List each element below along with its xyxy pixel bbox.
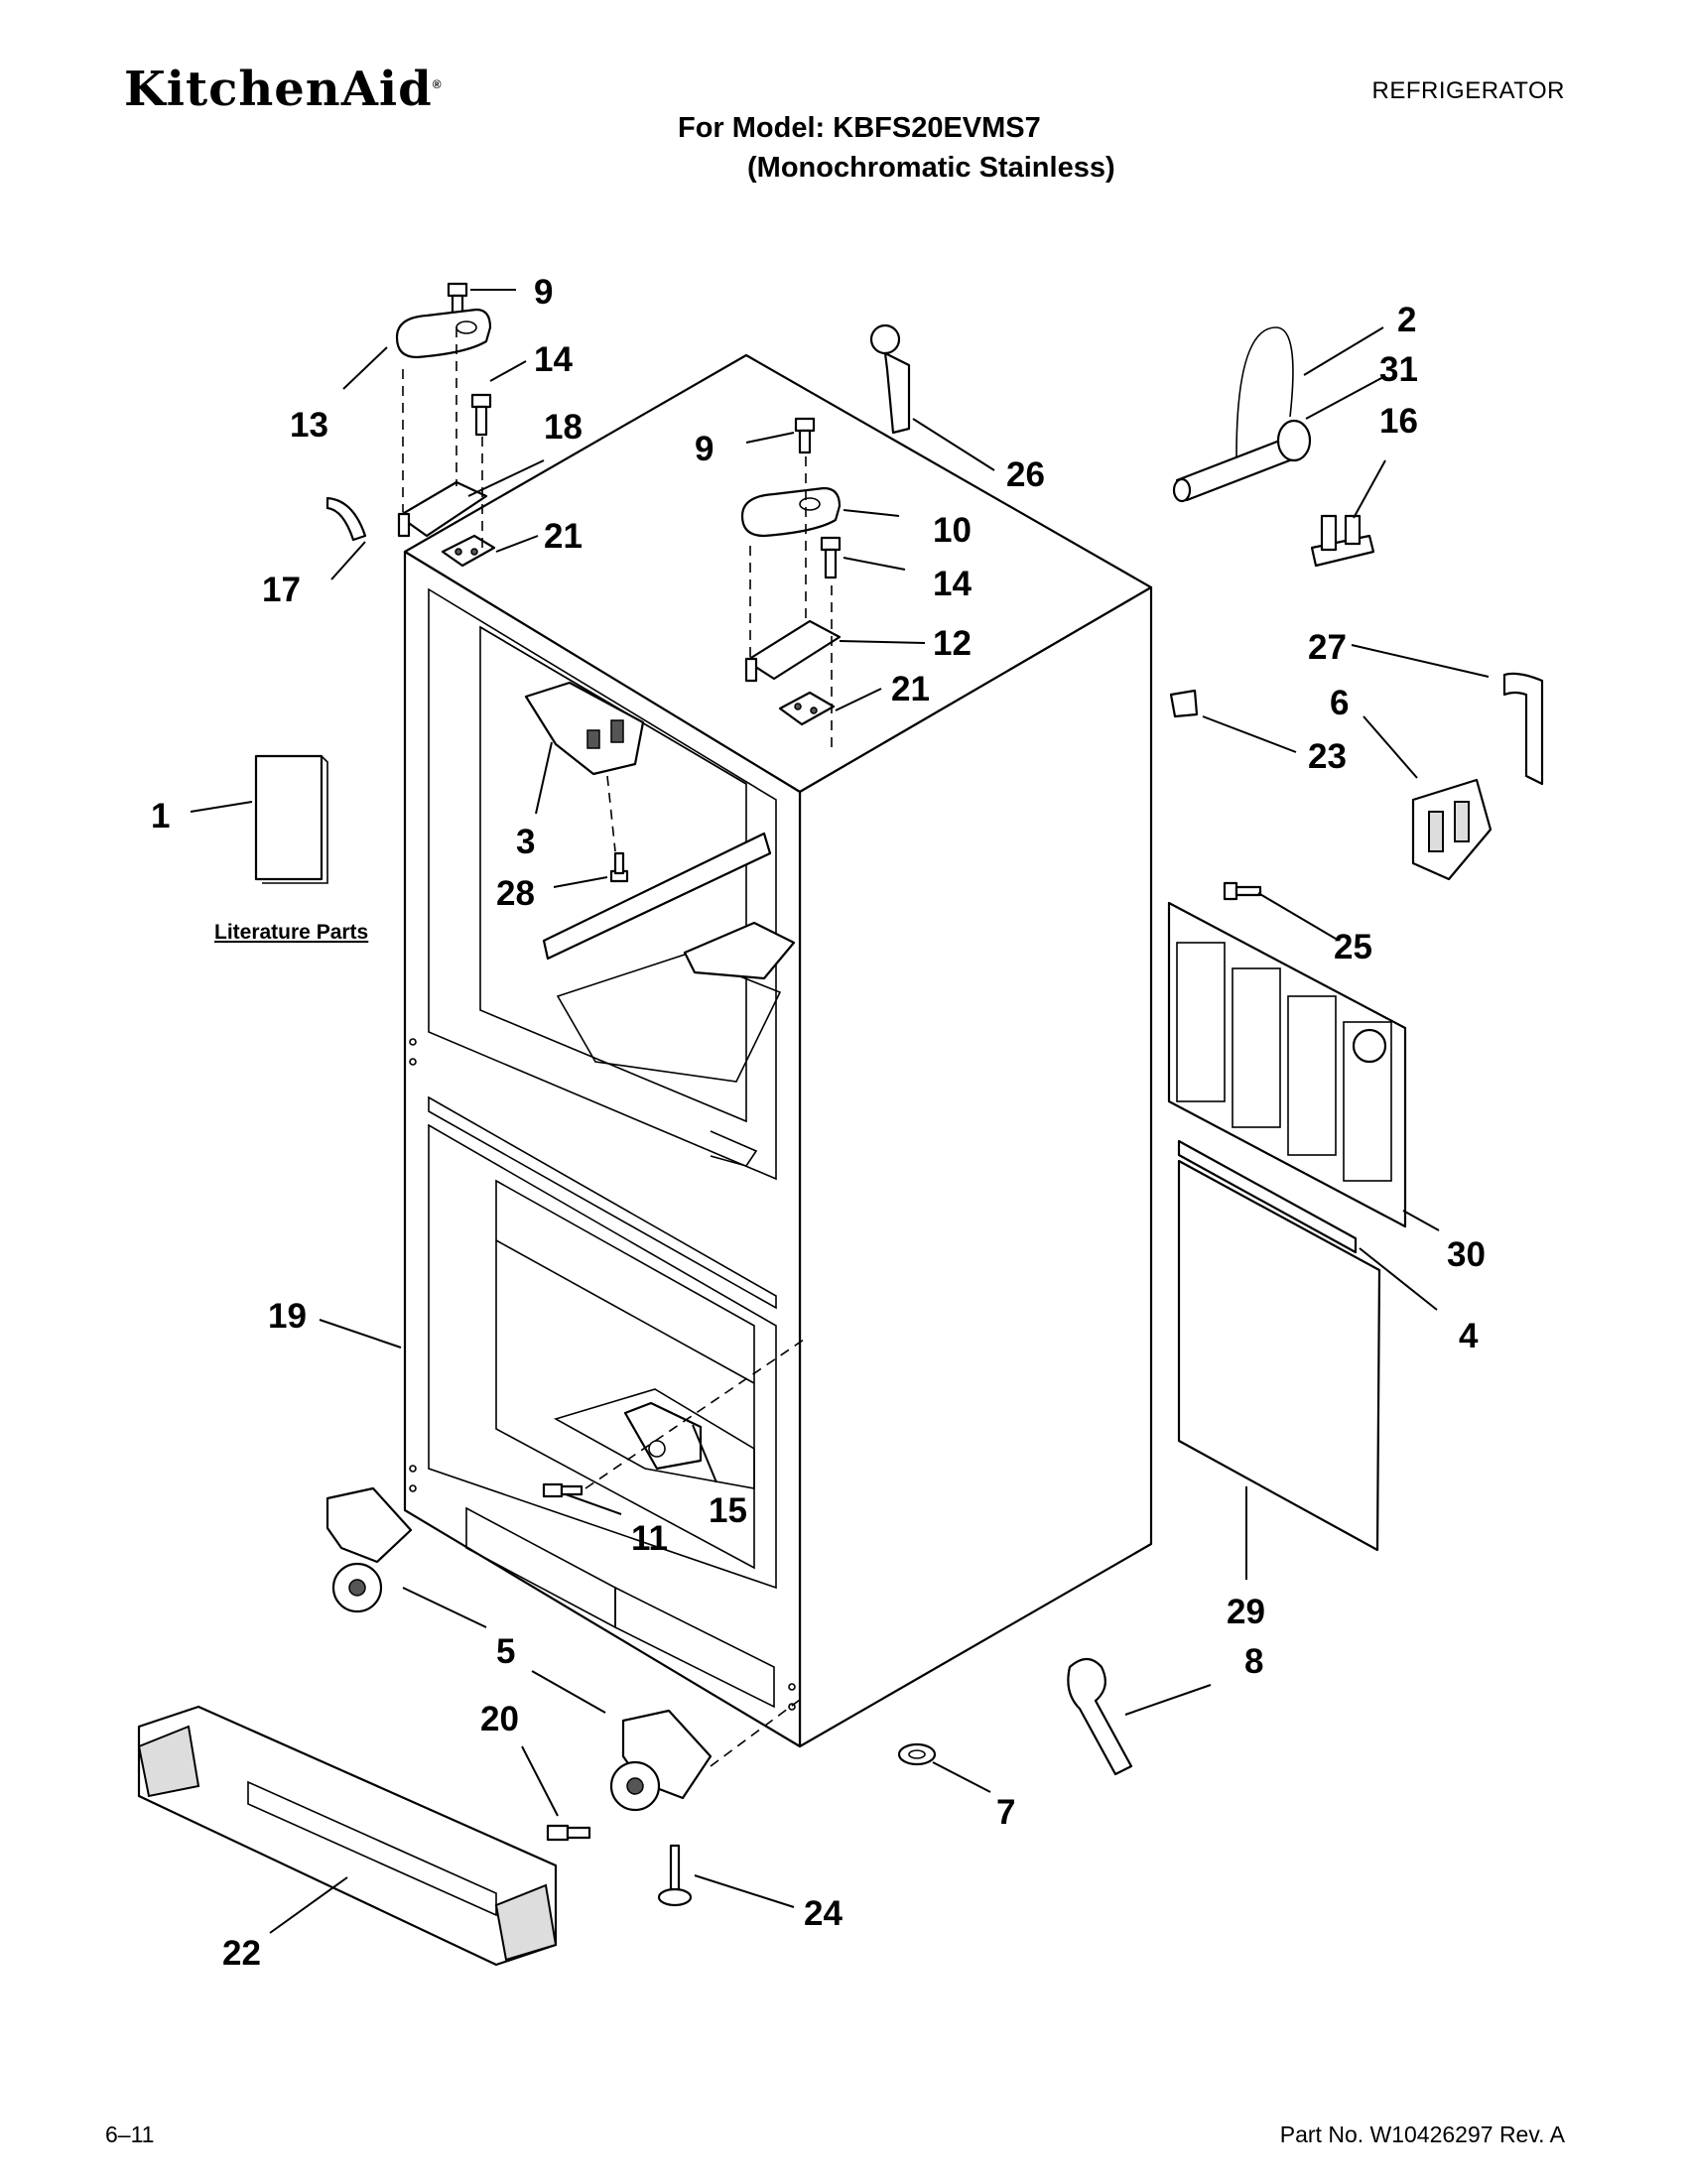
roller-icon: [609, 1709, 713, 1812]
literature-icon: [254, 754, 328, 884]
callout-label: 18: [544, 408, 583, 447]
screw-icon: [820, 536, 842, 579]
callout-label: 7: [996, 1793, 1015, 1832]
hinge-icon: [744, 619, 842, 683]
callout-label: 28: [496, 874, 535, 913]
callout-label: 9: [534, 273, 553, 312]
literature-parts-label: Literature Parts: [214, 921, 368, 944]
screw-icon: [1223, 881, 1262, 901]
brand-logo: KitchenAid®: [124, 62, 443, 117]
callout-label: 15: [709, 1491, 747, 1530]
clip-icon: [1169, 689, 1199, 718]
callout-label: 22: [222, 1934, 261, 1973]
callout-label: 13: [290, 406, 328, 445]
hinge-icon: [397, 480, 488, 538]
callout-label: 3: [516, 823, 535, 861]
hinge-cover-icon: [395, 308, 492, 359]
alignment-lines: [402, 327, 833, 1767]
callout-label: 17: [262, 571, 301, 609]
screw-icon: [609, 851, 629, 883]
access-panel-icon: [1177, 1159, 1381, 1552]
part-number: Part No. W10426297 Rev. A: [1279, 2121, 1565, 2147]
leader-lines: [190, 289, 1490, 1934]
hinge-bracket-icon: [1411, 778, 1493, 881]
screw-icon: [470, 393, 492, 437]
bracket-icon: [1310, 514, 1375, 568]
screw-icon: [794, 417, 816, 454]
callout-label: 25: [1334, 928, 1372, 966]
callout-label: 29: [1227, 1593, 1265, 1631]
brand-name: KitchenAid: [124, 62, 433, 117]
callout-label: 24: [804, 1894, 843, 1933]
callout-label: 12: [933, 624, 972, 663]
callout-label: 30: [1447, 1235, 1486, 1274]
callout-label: 23: [1308, 737, 1347, 776]
callout-label: 26: [1006, 455, 1045, 494]
callout-label: 8: [1244, 1642, 1263, 1681]
roller-icon: [325, 1486, 413, 1613]
hinge-shim-icon: [778, 691, 836, 726]
callout-label: 20: [480, 1700, 519, 1738]
product-category: REFRIGERATOR: [1371, 77, 1565, 104]
callout-label: 4: [1459, 1317, 1479, 1355]
callouts: 9 14 13 18 17 21 9 26 10 14 12 21 2 31 1…: [151, 273, 1486, 1973]
callout-label: 11: [631, 1519, 668, 1558]
base-grille-icon: [137, 1705, 558, 1967]
tube-icon: [325, 496, 367, 542]
callout-label: 16: [1379, 402, 1418, 441]
callout-label: 5: [496, 1632, 515, 1671]
callout-label: 31: [1379, 350, 1418, 389]
callout-label: 21: [544, 517, 583, 556]
callout-label: 14: [933, 565, 972, 603]
callout-label: 14: [534, 340, 573, 379]
trim-icon: [1502, 672, 1544, 786]
screw-icon: [546, 1824, 591, 1842]
door-closer-icon: [869, 323, 911, 435]
leveling-leg-icon: [657, 1844, 693, 1907]
callout-label: 9: [695, 430, 714, 468]
model-description: (Monochromatic Stainless): [747, 152, 1115, 184]
water-tube-icon: [1172, 326, 1312, 503]
plug-icon: [897, 1742, 937, 1766]
callout-label: 19: [268, 1297, 307, 1336]
wrench-icon: [1067, 1657, 1133, 1776]
seal-strip-icon: [1177, 1139, 1358, 1254]
callout-label: 2: [1397, 301, 1416, 339]
rear-grille-icon: [1167, 901, 1407, 1228]
callout-label: 27: [1308, 628, 1347, 667]
callout-label: 21: [891, 670, 930, 708]
control-housing-icon: [524, 681, 645, 776]
model-number: For Model: KBFS20EVMS7: [678, 112, 1041, 144]
screw-icon: [447, 282, 468, 320]
screw-icon: [542, 1482, 584, 1498]
hinge-shim-icon: [441, 534, 496, 568]
registered-mark: ®: [432, 77, 443, 91]
page-number: 6–11: [105, 2121, 155, 2147]
callout-label: 6: [1330, 684, 1349, 722]
cabinet: [403, 353, 1153, 1748]
hinge-cover-icon: [740, 486, 842, 538]
callout-label: 1: [151, 797, 170, 835]
callout-label: 10: [933, 511, 972, 550]
